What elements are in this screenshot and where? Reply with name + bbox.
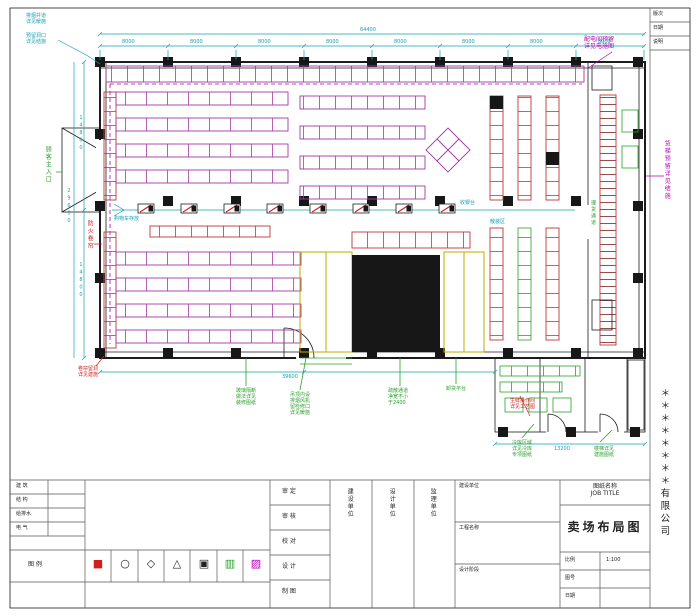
scale-label: 比例 [565,557,576,563]
legend-title: 图 例 [28,561,42,568]
annotation-g2: 吊顶内设 排烟风机 留检修口 详见暖施 [290,392,311,416]
sign-row-1: 结 构 [16,497,28,503]
legend-symbol-1: ○ [120,557,130,570]
wall-racks [103,65,585,349]
dim-bay: 8000 [394,39,407,45]
dim-bay: 8000 [326,39,339,45]
annotation-top-right: 配电间预留 详见电施图 [584,36,615,51]
legend-symbol-4: ▣ [198,557,210,570]
unit-col-0: 建设单位 [346,488,354,518]
field-label-0: 建设单位 [459,483,480,489]
rev-label-0: 版次 [653,11,664,17]
dim-bay: 8000 [258,39,271,45]
role-row-0: 审 定 [282,488,296,495]
annotation-top-left-a: 排烟井道 详见暖施 [26,13,47,25]
legend-symbol-3: △ [172,557,182,570]
dim-side-total: 29600 [66,188,72,226]
legend-symbol-6: ▨ [250,557,262,570]
annotation-leaders [56,39,664,443]
role-row-3: 设 计 [282,563,296,570]
checkout-line [112,203,575,217]
drawing-title: 卖场布局图 [567,520,643,534]
shelf-group-top-right [489,95,560,201]
field-label-2: 设计阶段 [459,567,480,573]
annotation-r1: 生鲜操作间 详见工艺图 [510,398,536,410]
label-bulk: 散装区 [490,219,506,225]
dim-bay: 8000 [122,39,135,45]
dim-bay: 8000 [462,39,475,45]
shelf-group-top-middle [299,95,471,200]
promo-island [425,127,471,173]
stairs [627,359,645,431]
annotation-top-left-b: 预留洞口 详见结施 [26,33,47,45]
core-block [352,255,440,352]
label-checkout: 收银台 [460,200,476,206]
annotation-g4: 卸货平台 [446,386,467,392]
annotation-entrance: 顾客主入口 [44,146,52,184]
annotation-right-strip: 货梯预留详见结施 [663,140,671,200]
annotation-fire-shutter: 防火卷帘 [86,220,94,250]
service-corridor [591,65,639,346]
annotation-g6: 楼梯详见 建施图纸 [594,446,615,458]
sign-row-2: 给排水 [16,511,32,517]
scale-value: 1:100 [606,557,621,563]
role-row-4: 制 图 [282,588,296,595]
role-row-1: 审 核 [282,513,296,520]
dim-bay: 8000 [190,39,203,45]
unit-col-1: 设计单位 [388,488,396,518]
unit-col-2: 监理单位 [429,488,437,518]
sign-row-0: 建 筑 [16,483,28,489]
dim-bay: 8000 [530,39,543,45]
rev-label-2: 说明 [653,39,664,45]
dim-side-b: 14800 [78,262,84,300]
date-label: 日期 [565,593,576,599]
annotation-g5: 冷库区域 详见冷库 专项图纸 [512,440,533,458]
dim-bottom-main: 39600 [282,374,298,380]
dim-bottom-annex: 13200 [554,446,570,452]
dim-side-a: 14800 [78,115,84,153]
label-aisle: 理货通道 [590,200,596,226]
shelf-group-bottom-left [115,225,302,344]
shelf-group-bottom-right [489,227,560,341]
rev-label-1: 日期 [653,25,664,31]
company-name: ＊＊＊＊＊＊＊＊有限公司 [658,388,670,538]
dim-bay: 8000 [598,39,611,45]
drawing-name-label: 图纸名称 JOB TITLE [590,483,620,498]
annex-fixtures [300,357,581,413]
center-core-zone [299,231,485,353]
field-label-1: 工程名称 [459,525,480,531]
annotation-bottom-left: 卷帘留洞 详见建施 [78,366,99,378]
sign-row-3: 电 气 [16,525,28,531]
sheet-frame [9,7,691,609]
annotation-g1: 玻璃隔断 做法详见 装修图纸 [236,388,257,406]
shelf-group-top-left [115,91,289,184]
legend-symbol-5: ▥ [224,557,236,570]
dim-total-top: 64400 [360,27,376,33]
role-row-2: 校 对 [282,538,296,545]
legend-symbol-2: ◇ [146,557,156,570]
drawing-no-label: 图号 [565,575,576,581]
annotation-g3: 疏散通道 净宽不小 于2400 [388,388,409,406]
door-arcs [283,327,619,433]
legend-symbol-0: ■ [92,557,104,570]
dimension-lines [73,31,648,447]
label-carts: 购物车存放 [114,216,140,222]
